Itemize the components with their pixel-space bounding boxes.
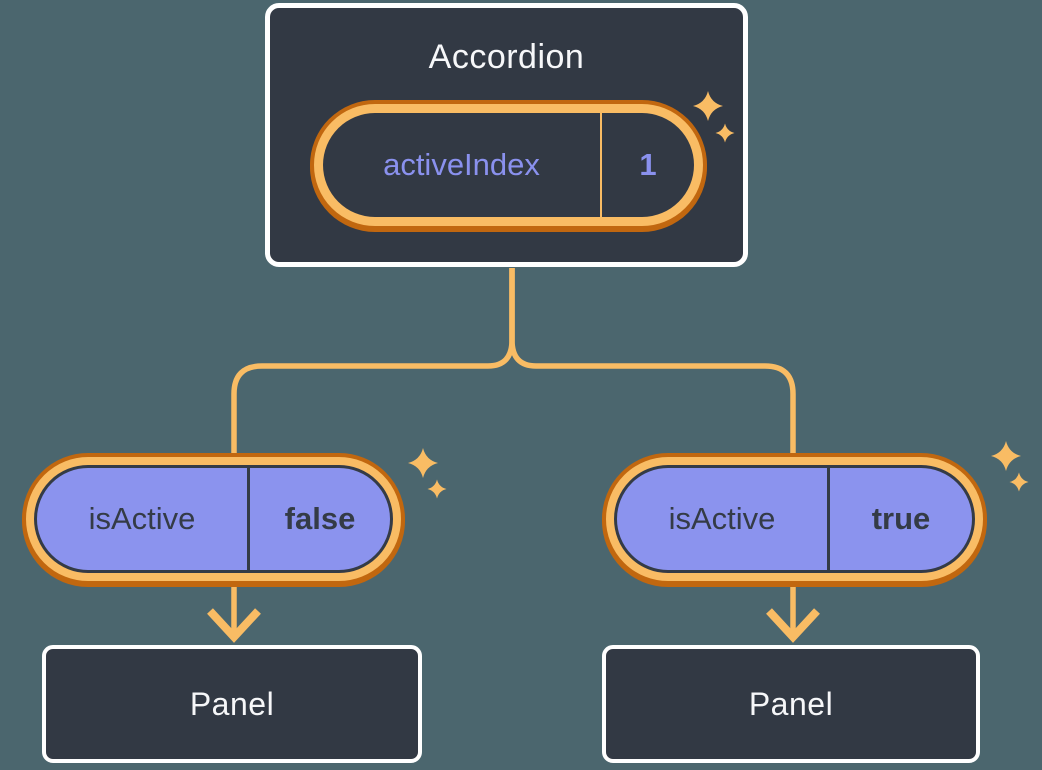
sparkle-small-icon (1009, 472, 1029, 492)
arrow-head-left-icon (207, 608, 261, 643)
sparkle-small-icon (427, 479, 447, 499)
panel-left-label: Panel (189, 685, 275, 722)
state-pill-activeindex: activeIndex 1 (310, 100, 707, 230)
branch-line-left (231, 268, 515, 457)
sparkle-large-icon (408, 448, 438, 478)
panel-left: Panel (42, 645, 422, 763)
prop-name-label-right: isActive (668, 501, 776, 536)
prop-pill-right-body: isActive true (614, 465, 975, 573)
state-name-label: activeIndex (383, 147, 540, 182)
panel-right-label: Panel (748, 685, 834, 722)
state-pill-divider (600, 113, 602, 217)
panel-right: Panel (602, 645, 980, 763)
prop-pill-left-body: isActive false (34, 465, 393, 573)
prop-pill-left: isActive false (22, 453, 405, 585)
prop-name-label-left: isActive (88, 501, 196, 536)
branch-line-right (509, 268, 796, 457)
accordion-title: Accordion (428, 38, 585, 76)
state-value-label: 1 (639, 147, 657, 182)
state-pill-body: activeIndex 1 (323, 113, 694, 217)
prop-pill-left-divider (247, 468, 250, 570)
prop-value-label-left: false (284, 501, 356, 536)
arrow-head-right-icon (766, 608, 820, 643)
sparkle-large-icon (693, 91, 723, 121)
prop-pill-right: isActive true (602, 453, 987, 585)
prop-pill-right-divider (827, 468, 830, 570)
sparkle-small-icon (715, 123, 735, 143)
prop-value-label-right: true (871, 501, 931, 536)
sparkle-large-icon (991, 441, 1021, 471)
accordion-card: Accordion activeIndex 1 (265, 3, 748, 267)
